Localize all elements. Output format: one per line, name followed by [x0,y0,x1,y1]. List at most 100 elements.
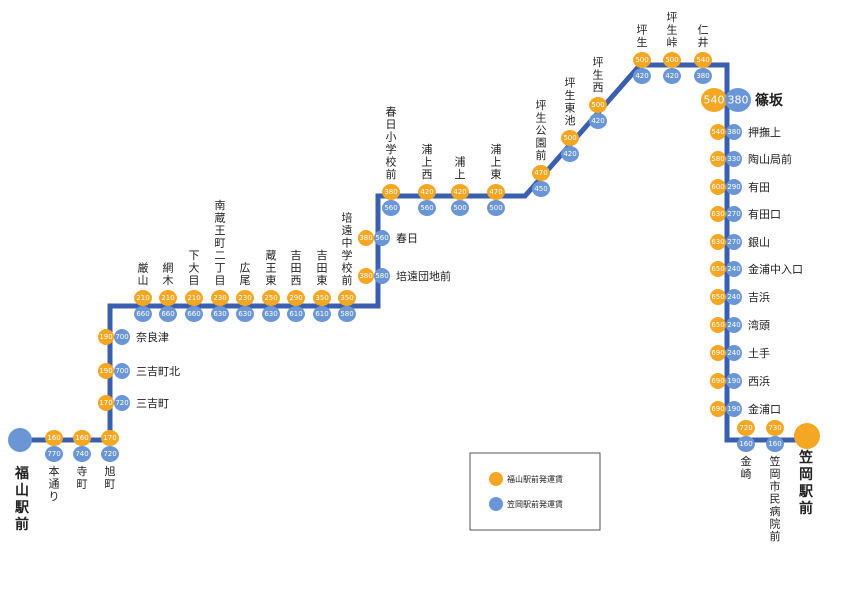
kasaoka-fare-pill [451,200,469,216]
fukuyama-fare-pill [73,430,91,446]
kasaoka-fare: 580 [375,272,388,280]
stop-name: 広尾 [240,262,251,288]
kasaoka-fare-pill [726,345,742,361]
kasaoka-fare-pill [338,306,356,322]
fukuyama-fare-pill [338,290,356,306]
fukuyama-fare-pill [694,52,712,68]
stop-name: 金崎 [741,454,752,481]
fukuyama-fare-pill [211,290,229,306]
kasaoka-fare: 660 [161,310,174,318]
kasaoka-fare-pill [726,151,742,167]
fukuyama-fare-pill [287,290,305,306]
fukuyama-fare-pill [710,179,726,195]
stop-name: 吉田西 [291,249,302,287]
kasaoka-fare: 770 [47,450,60,458]
fukuyama-fare-pill [98,395,114,411]
fukuyama-fare: 650 [711,321,724,329]
kasaoka-fare-pill [374,230,390,246]
stop-name: 培遠団地前 [396,269,451,283]
kasaoka-fare: 560 [375,234,388,242]
fukuyama-fare: 160 [47,434,60,442]
kasaoka-fare-pill [211,306,229,322]
fukuyama-fare: 500 [591,101,604,109]
kasaoka-fare: 330 [727,155,740,163]
kasaoka-fare: 420 [563,150,576,158]
kasaoka-fare-pill [313,306,331,322]
kasaoka-fare-pill [633,68,651,84]
stop-name: 陶山局前 [748,152,792,166]
kasaoka-fare: 190 [727,377,740,385]
fukuyama-fare-pill [561,130,579,146]
stop-name: 笠岡市民病院前 [770,454,781,543]
kasaoka-fare-pill [726,124,742,140]
fukuyama-fare: 540 [696,56,709,64]
kasaoka-fare-pill [185,306,203,322]
kasaoka-fare-pill [726,261,742,277]
stop-name: 南蔵王町二丁目 [215,199,226,287]
stop-name: 三吉町北 [136,365,180,378]
stop-坪生: 500 420 坪生 [633,24,651,84]
legend-fukuyama-label: 福山駅前発運賃 [507,474,563,484]
fukuyama-fare: 190 [99,367,112,375]
stop-name: 厳山 [138,261,149,288]
stop-name: 培遠中学校前 [342,211,353,288]
kasaoka-fare-swatch [489,497,503,511]
fukuyama-fare: 500 [635,56,648,64]
fukuyama-fare-pill [589,97,607,113]
kasaoka-fare-pill [726,317,742,333]
fukuyama-fare-pill [45,430,63,446]
kasaoka-fare: 240 [727,293,740,301]
stop-name: 銀山 [748,235,770,249]
kasaoka-fare: 420 [665,72,678,80]
fukuyama-fare-pill [98,363,114,379]
stop-name: 湾頭 [748,318,770,332]
stop-name: 金浦口 [748,402,781,416]
kasaoka-fare-pill [766,436,784,452]
stop-name: 坪生 [637,24,648,50]
fukuyama-fare: 630 [711,210,724,218]
fukuyama-terminal-dot [8,428,32,452]
kasaoka-fare-pill [726,373,742,389]
fukuyama-fare-pill [487,184,505,200]
fukuyama-fare: 580 [711,155,724,163]
legend-kasaoka-label: 笠岡駅前発運賃 [507,499,563,509]
stop-name: 網木 [163,261,174,288]
stop-name: 有田 [748,180,770,194]
kasaoka-fare-pill [73,446,91,462]
kasaoka-fare: 630 [213,310,226,318]
kasaoka-fare-pill [418,200,436,216]
fukuyama-fare-pill [701,88,727,112]
kasaoka-fare: 420 [635,72,648,80]
kasaoka-fare: 740 [75,450,88,458]
kasaoka-fare-pill [114,395,130,411]
stop-name: 仁井 [698,24,709,50]
kasaoka-fare-pill [532,181,550,197]
kasaoka-fare: 580 [340,310,353,318]
kasaoka-fare-pill [101,446,119,462]
kasaoka-fare: 500 [453,204,466,212]
fukuyama-fare-pill [358,268,374,284]
kasaoka-fare: 720 [115,399,128,407]
stop-name: 篠坂 [755,92,784,109]
fukuyama-fare-pill [185,290,203,306]
